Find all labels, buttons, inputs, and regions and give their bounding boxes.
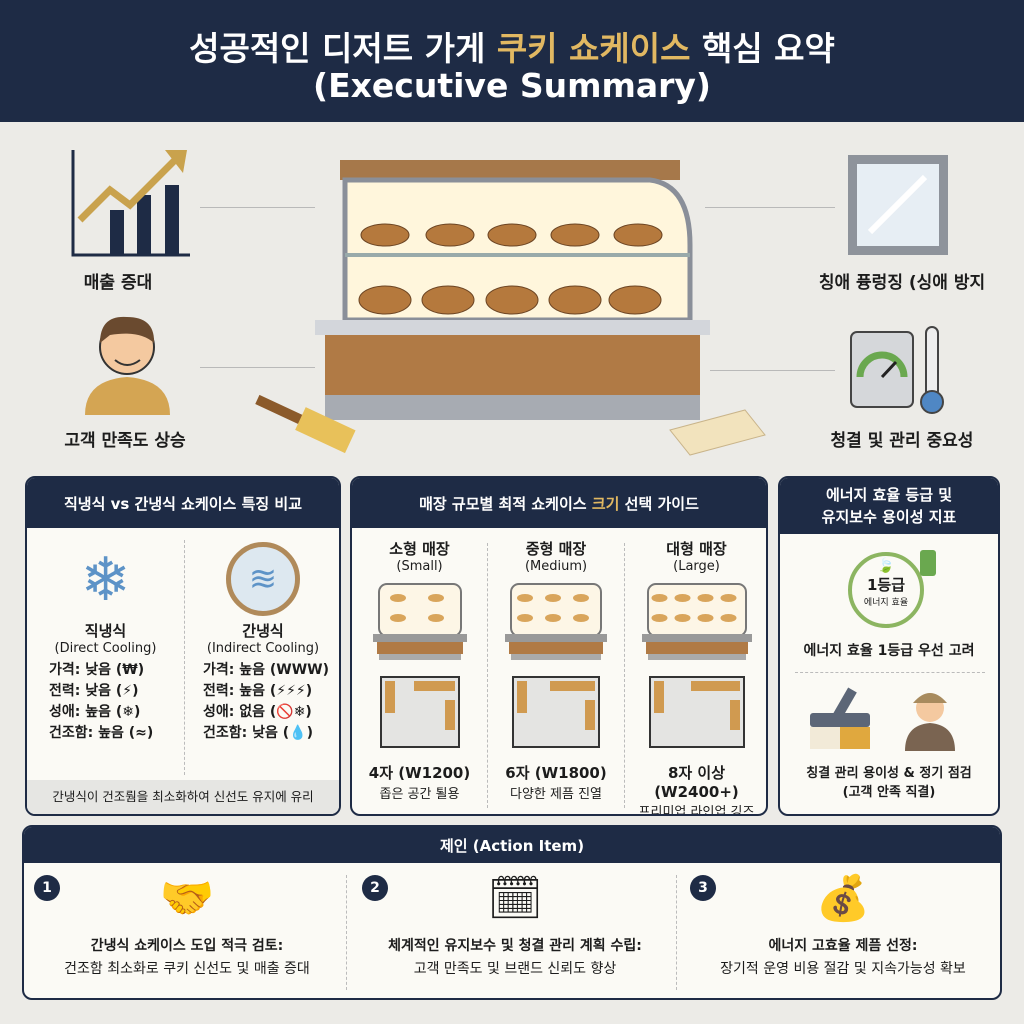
- action-number: 1: [34, 875, 60, 901]
- maintenance-sub: (고객 안족 직결): [842, 785, 936, 800]
- customer-avatar-icon: [85, 316, 170, 415]
- hero-label-sales: 매출 증대: [83, 273, 153, 293]
- direct-row: 전력: 낮음 (⚡): [49, 683, 139, 699]
- action-number: 3: [690, 875, 716, 901]
- store-size-column: 대형 매장 (Large) 8자 이상 (W2400+) 프리미업 라인업 깅즈: [625, 538, 766, 816]
- indirect-name: 간냉식: [242, 622, 284, 640]
- store-en: (Large): [673, 559, 720, 574]
- plug-icon: [920, 550, 936, 576]
- hero-label-anti-frost: 칭애 퓽렁징 (싱애 방지: [818, 273, 986, 293]
- direct-name: 직냉식: [84, 622, 127, 640]
- store-name: 소형 매장: [389, 540, 450, 558]
- title-accent: 쿠키 쇼케이스: [496, 29, 691, 68]
- direct-row: 가격: 낮음 (₩): [49, 662, 145, 678]
- hero-label-satisfaction: 고객 만족도 상승: [64, 431, 186, 451]
- indirect-cooling-column: ≋ 간냉식 (Indirect Cooling) 가격: 높음 (WWW) 전력…: [185, 540, 339, 744]
- hero-label-cleaning: 청결 및 관리 중요성: [830, 431, 974, 451]
- connector-line: [710, 370, 835, 371]
- mini-showcase-icon: [372, 583, 467, 660]
- panel-title: 제인 (Action Item): [24, 827, 1000, 863]
- anti-frost-glass-icon: [848, 155, 948, 255]
- store-en: (Small): [396, 559, 443, 574]
- action-desc: 고객 만족도 및 브랜드 신뢰도 향상: [413, 961, 617, 977]
- comparison-footer: 간냉식이 건조뤔을 최소화하여 신선도 유지에 유리: [27, 780, 339, 814]
- panel-title-line2: 유지보수 용이성 지표: [821, 508, 957, 526]
- handshake-growth-icon: 🤝: [159, 873, 215, 924]
- maintenance-text: 칭결 관리 용이성 & 정기 점검: [806, 766, 972, 781]
- action-title: 에너지 고효율 제픔 선정:: [768, 938, 918, 954]
- indirect-row: 건조함: 낮음 (💧): [203, 725, 313, 741]
- mini-showcase-icon: [641, 583, 752, 660]
- title-text-end: 선택 가이드: [619, 494, 699, 513]
- size-guide-panel: 매장 규모별 최적 쇼케이스 크기 선택 가이드 소형 매장 (Small) 4…: [350, 476, 768, 816]
- sales-growth-chart-icon: [71, 150, 190, 257]
- direct-en: (Direct Cooling): [54, 641, 157, 656]
- mini-showcase-icon: [505, 583, 607, 660]
- connector-line: [705, 207, 835, 208]
- direct-cooling-column: ❄ 직냉식 (Direct Cooling) 가격: 낮음 (₩) 전력: 낮음…: [27, 540, 184, 744]
- action-title: 간냉식 쇼케이스 도입 적극 검토:: [90, 938, 284, 954]
- action-desc: 건조함 최소화로 쿠키 신선도 및 매출 증대: [64, 961, 310, 977]
- badge-sub: 에너지 효율: [863, 598, 909, 608]
- title-text: 성공적인 디저트 가게: [189, 29, 497, 68]
- cookie-showcase-illustration: [255, 160, 766, 456]
- indirect-en: (Indirect Cooling): [206, 641, 320, 656]
- store-size: 6자 (W1800): [505, 764, 607, 782]
- store-en: (Medium): [524, 559, 588, 574]
- action-number: 2: [362, 875, 388, 901]
- floor-plan-icon: [512, 676, 600, 748]
- page-title: 성공적인 디저트 가게 쿠키 쇼케이스 핵심 요약: [0, 22, 1024, 70]
- page-subtitle: (Executive Summary): [313, 66, 711, 105]
- store-note: 다양한 제픔 진열: [510, 787, 602, 802]
- store-name: 대형 매장: [666, 540, 727, 558]
- indirect-row: 성애: 없음 (🚫❄): [203, 704, 312, 720]
- snowflake-thermometer-icon: ❄: [80, 545, 131, 615]
- energy-grade-badge: 🍃 1등급 에너지 효율: [848, 552, 924, 628]
- connector-line: [200, 207, 315, 208]
- calendar-tools-icon: 🗓: [487, 873, 543, 924]
- badge-grade: 1등급: [866, 576, 906, 594]
- connector-line: [200, 367, 315, 368]
- indirect-row: 가격: 높음 (WWW): [203, 662, 329, 678]
- title-text: 매장 규모별 최적 쇼케이스: [419, 494, 592, 513]
- store-note: 프리미업 라인업 깅즈: [638, 805, 755, 816]
- leaf-money-bag-icon: 💰: [815, 873, 871, 924]
- panel-title-line1: 에너지 효율 등급 및: [825, 486, 953, 504]
- leaf-icon: 🍃: [877, 558, 895, 574]
- title-text-end: 핵심 요약: [690, 29, 835, 68]
- action-desc: 장기적 운영 비용 절감 및 지속가능성 확보: [720, 961, 966, 977]
- header: 성공적인 디저트 가게 쿠키 쇼케이스 핵심 요약 (Executive Sum…: [0, 0, 1024, 122]
- panel-title: 직냉식 vs 간냉식 쇼케이스 특징 비교: [27, 478, 339, 528]
- store-note: 좁은 공간 퇼용: [379, 787, 460, 802]
- gauge-thermometer-icon: [850, 326, 944, 414]
- brush-worker-icon: [810, 687, 955, 751]
- store-size-column: 중형 매장 (Medium) 6자 (W1800) 다양한 제픔 진열: [488, 538, 624, 802]
- action-items-panel: 제인 (Action Item) 1 🤝 간냉식 쇼케이스 도입 적극 검토: …: [22, 825, 1002, 1000]
- divider: [184, 540, 185, 775]
- store-size: 8자 이상 (W2400+): [654, 764, 739, 801]
- floor-plan-icon: [379, 676, 460, 748]
- title-accent: 크기: [591, 494, 620, 513]
- floor-plan-icon: [648, 676, 745, 748]
- direct-row: 건조함: 높음 (≈): [49, 725, 154, 741]
- store-size: 4자 (W1200): [368, 764, 471, 782]
- air-flow-icon: ≋: [226, 542, 300, 616]
- action-item: 3 💰 에너지 고효율 제픔 선정: 장기적 운영 비용 절감 및 지속가능성 …: [680, 867, 1000, 978]
- cooling-comparison-panel: 직냉식 vs 간냉식 쇼케이스 특징 비교 ❄ 직냉식 (Direct Cool…: [25, 476, 341, 816]
- action-item: 1 🤝 간냉식 쇼케이스 도입 적극 검토: 건조함 최소화로 쿠키 신선도 및…: [24, 867, 350, 978]
- indirect-row: 전력: 높음 (⚡⚡⚡): [203, 683, 313, 699]
- panel-title: 매장 규모별 최적 쇼케이스 크기 선택 가이드: [352, 478, 766, 528]
- action-item: 2 🗓 체계적인 유지보수 및 청결 관리 계획 수립: 고객 만족도 및 브랜…: [352, 867, 678, 978]
- store-size-column: 소형 매장 (Small) 4자 (W1200) 좁은 공간 퇼용: [352, 538, 487, 802]
- direct-row: 성애: 높음 (❄): [49, 704, 141, 720]
- energy-text: 에너지 효율 1등급 우선 고려: [803, 643, 975, 659]
- store-name: 중형 매장: [525, 540, 587, 558]
- action-title: 체계적인 유지보수 및 청결 관리 계획 수립:: [388, 938, 642, 954]
